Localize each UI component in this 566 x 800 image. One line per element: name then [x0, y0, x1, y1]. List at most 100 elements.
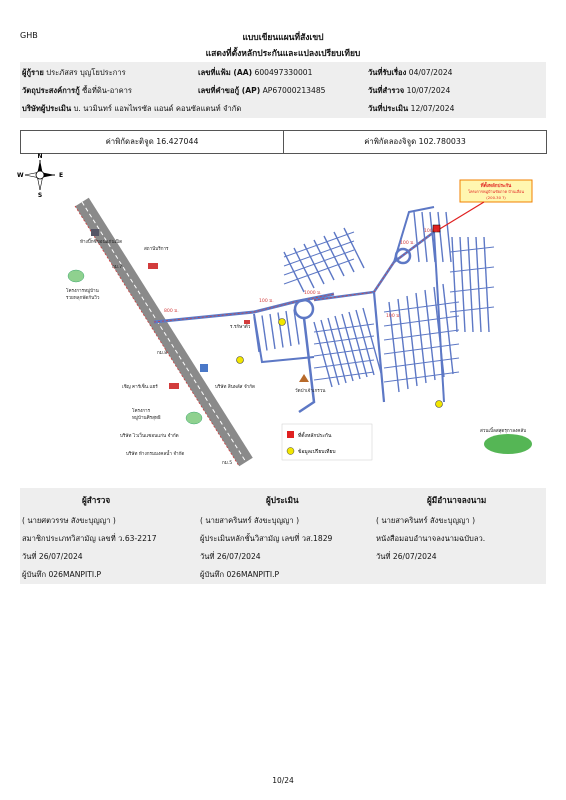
label-village1: โครงการหมู่บ้าน [66, 287, 100, 294]
grid-street [449, 246, 495, 253]
temple-icon [299, 374, 309, 382]
grid-street [253, 316, 260, 353]
grid-street [277, 312, 284, 348]
label-company2: บริษัท ไวเว็นเเซอนแก่น จำกัด [120, 431, 179, 439]
bank-name: GHB [20, 31, 38, 40]
grid-street [449, 306, 495, 313]
grid-street [334, 315, 354, 382]
grid-street [424, 289, 436, 381]
legend-comparable-swatch [286, 447, 295, 455]
place-labels: ห้างบิ๊กซีขอนแก่นเปิด สถานีบริการ โครงกา… [66, 228, 532, 466]
appraiser-recorder: ผู้บันทึก 026MANPITI.P [200, 570, 280, 579]
compass-e: E [59, 172, 63, 179]
label-station: สถานีบริการ [144, 245, 169, 252]
distance-1: 800 ม. [164, 308, 179, 314]
grid-street [383, 301, 460, 313]
page-title: แบบเขียนแผนที่สังเขป [242, 33, 324, 43]
appraisal-date-field: วันที่ประเมิน 12/07/2024 [368, 104, 455, 113]
callout-project: โครงการหมู่บ้านชัยภาค บ้านเลื่อน [468, 189, 524, 194]
page-subtitle: แสดงที่ตั้งหลักประกันและแปลงเปรียบเทียบ [205, 49, 361, 59]
authorized-name: ( นายสาครินทร์ สังขะบุญญา ) [376, 516, 476, 525]
surveyor-name: ( นายศตวรรษ สังขะบุญญา ) [22, 516, 116, 525]
compass-icon: N S E W [17, 153, 63, 199]
info-panel: ผู้กู้ราย ประภัสสร บุญโยประการ เลขที่แฟ้… [20, 62, 546, 118]
label-temple: วัดป่าเจ้าเกรวน [295, 387, 326, 394]
km-marker-1: กม.7 [112, 264, 122, 270]
grid-street [383, 329, 460, 341]
surveyor-license: สมาชิกประเภทวิสามัญ เลขที่ ว.63-2217 [22, 534, 157, 543]
highway [74, 197, 253, 467]
signature-panel: ผู้สำรวจ ( นายศตวรรษ สังขะบุญญา ) สมาชิก… [20, 488, 546, 584]
latitude-value: ค่าพิกัดละติจูด 16.427044 [105, 137, 199, 146]
longitude-value: ค่าพิกัดลองจิจูด 102.780033 [283, 131, 546, 153]
compass-n: N [37, 153, 42, 160]
grid-street [341, 313, 361, 380]
appraiser-name: ( นายสาครินทร์ สังขะบุญญา ) [200, 516, 300, 525]
legend-comparable: ข้อมูลเปรียบเทียบ [298, 448, 336, 455]
label-company1: บริษัท สินพลัส จำกัด [215, 383, 255, 390]
compass-s: S [38, 192, 42, 199]
label-company3: บริษัท ห้างกรมมงคลน้ำ จำกัด [126, 450, 184, 457]
grid-street [327, 317, 347, 384]
label-village1b: รวยหลุกพัดกันวิว [66, 294, 100, 301]
label-village2: โครงการ [132, 407, 151, 414]
surveyor-recorder: ผู้บันทึก 026MANPITI.P [22, 570, 102, 579]
grid-street [269, 313, 276, 350]
grid-street [413, 211, 420, 263]
car-icon [148, 263, 158, 269]
purpose-field: วัตถุประสงค์การกู้ ซื้อที่ดิน-อาคาร [22, 86, 132, 95]
km-marker-3: กม.5 [222, 460, 232, 466]
borrower-field: ผู้กู้ราย ประภัสสร บุญโยประการ [22, 68, 126, 77]
authorized-title: ผู้มีอำนาจลงนาม [427, 495, 487, 505]
label-village2b: หมู่บ้านศิรสุทธิ [132, 415, 161, 421]
map-legend: ที่ตั้งหลักประกัน ข้อมูลเปรียบเทียบ [281, 423, 373, 461]
collateral-marker [432, 224, 441, 233]
collateral-callout: ที่ตั้งหลักประกัน โครงการหมู่บ้านชัยภาค … [432, 179, 533, 233]
legend-collateral: ที่ตั้งหลักประกัน [298, 430, 332, 439]
comparable-markers [236, 318, 443, 408]
shop-icon [244, 320, 250, 324]
village-icon [67, 269, 85, 283]
survey-date-field: วันที่สำรวจ 10/07/2024 [368, 86, 451, 95]
grid-street [313, 323, 375, 333]
label-minimart: ร.รก้ษาตัว [230, 323, 251, 330]
grid-street [445, 211, 452, 263]
grid-street [421, 211, 428, 263]
grid-street [283, 249, 355, 276]
grid-street [283, 231, 355, 258]
distance-2: 100 ม. [259, 298, 274, 304]
grid-street [285, 310, 292, 347]
distance-6: 100 ม. [424, 228, 439, 234]
connector-road [153, 206, 445, 414]
grid-street [459, 236, 466, 333]
grid-street [449, 286, 495, 293]
dealer-icon [169, 383, 179, 389]
location-map: N S E W ที่ตั้งหลักประกัน โครงการหมู่บ้า… [17, 153, 533, 467]
park-icon [484, 434, 532, 454]
compass-w: W [17, 172, 24, 179]
building-icon [91, 229, 99, 236]
distance-3: 100 ม. [400, 240, 415, 246]
label-park: สวนเบิ้ลสสุดรุกาลงคลับ [480, 427, 526, 434]
callout-title: ที่ตั้งหลักประกัน [481, 181, 513, 189]
grid-street [475, 236, 482, 333]
grid-street [313, 335, 375, 345]
grid-street [313, 359, 375, 369]
received-date-field: วันที่รับเรื่อง 04/07/2024 [368, 68, 453, 77]
grid-street [313, 239, 335, 281]
request-field: เลขที่คำขอกู้ (AP) AP67000213485 [198, 86, 326, 95]
grid-street [406, 295, 418, 387]
coordinates-bar: ค่าพิกัดละติจูด 16.427044 ค่าพิกัดลองจิจ… [20, 130, 547, 154]
grid-street [433, 286, 445, 378]
authorized-date: วันที่ 26/07/2024 [376, 552, 437, 561]
file-field: เลขที่แฟ้ม (AA) 600497330001 [198, 68, 313, 77]
company-field: บริษัทผู้ประเมิน บ. นวมินทร์ แอพไพรซัล แ… [22, 104, 242, 113]
grid-street [442, 283, 454, 375]
distance-5: 100 ม. [386, 313, 401, 319]
surveyor-date: วันที่ 26/07/2024 [22, 552, 83, 561]
label-chevrolet: เชิญ คาร์เซ็น.แฮร์ [122, 382, 158, 390]
village2-icon [185, 411, 203, 425]
grid-street [437, 211, 444, 263]
grid-street [383, 357, 460, 369]
grid-street [467, 236, 474, 333]
